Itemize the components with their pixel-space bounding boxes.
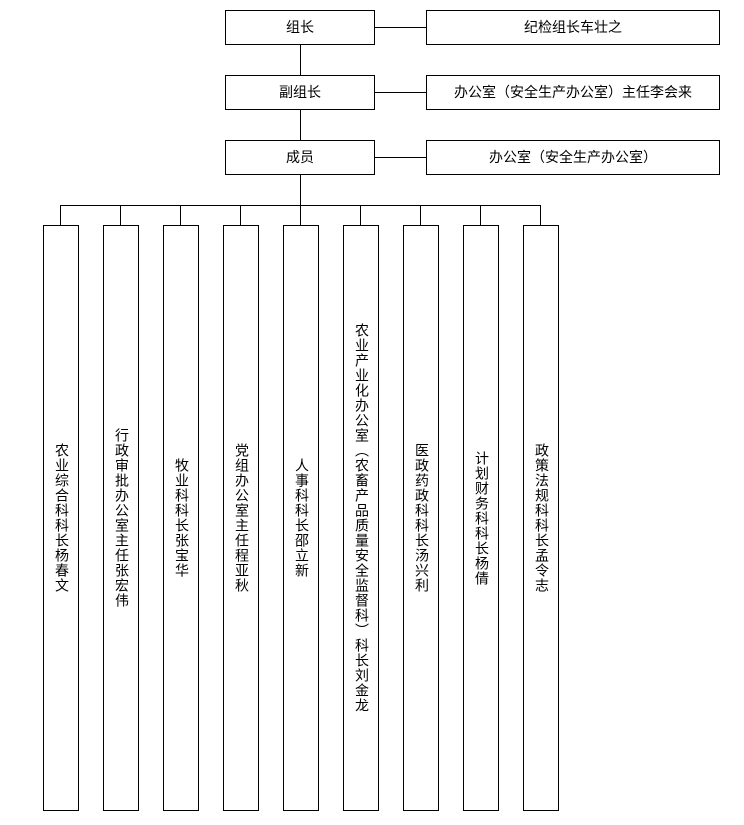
department-label-6: 农业产业化办公室（农畜产品质量安全监督科）科长刘金龙	[353, 323, 369, 713]
drop-5	[300, 205, 301, 225]
leader-member-text: 纪检组长车壮之	[524, 19, 622, 36]
department-box-5: 人事科科长邵立新	[283, 225, 319, 811]
drop-7	[420, 205, 421, 225]
leader-member-box: 纪检组长车壮之	[426, 10, 720, 45]
leader-box: 组长	[225, 10, 375, 45]
members-office-text: 办公室（安全生产办公室）	[489, 149, 657, 166]
members-box: 成员	[225, 140, 375, 175]
department-label-9: 政策法规科科长孟令志	[533, 443, 549, 593]
department-box-8: 计划财务科科长杨倩	[463, 225, 499, 811]
connector-leader	[375, 27, 426, 28]
department-label-3: 牧业科科长张宝华	[173, 458, 189, 578]
department-label-4: 党组办公室主任程亚秋	[233, 443, 249, 593]
trunk-2	[300, 110, 301, 140]
department-box-4: 党组办公室主任程亚秋	[223, 225, 259, 811]
drop-3	[180, 205, 181, 225]
department-box-1: 农业综合科科长杨春文	[43, 225, 79, 811]
deputy-box: 副组长	[225, 75, 375, 110]
department-label-8: 计划财务科科长杨倩	[473, 450, 489, 586]
department-box-6: 农业产业化办公室（农畜产品质量安全监督科）科长刘金龙	[343, 225, 379, 811]
department-label-2: 行政审批办公室主任张宏伟	[113, 428, 129, 608]
trunk-3	[300, 175, 301, 205]
trunk-1	[300, 45, 301, 75]
drop-4	[240, 205, 241, 225]
department-box-7: 医政药政科科长汤兴利	[403, 225, 439, 811]
connector-members	[375, 157, 426, 158]
department-label-1: 农业综合科科长杨春文	[53, 443, 69, 593]
deputy-label: 副组长	[279, 84, 321, 101]
department-box-9: 政策法规科科长孟令志	[523, 225, 559, 811]
members-office-box: 办公室（安全生产办公室）	[426, 140, 720, 175]
connector-deputy	[375, 92, 426, 93]
deputy-member-box: 办公室（安全生产办公室）主任李会来	[426, 75, 720, 110]
department-box-3: 牧业科科长张宝华	[163, 225, 199, 811]
drop-6	[360, 205, 361, 225]
drop-9	[540, 205, 541, 225]
leader-label: 组长	[286, 19, 314, 36]
department-box-2: 行政审批办公室主任张宏伟	[103, 225, 139, 811]
department-label-5: 人事科科长邵立新	[293, 458, 309, 578]
deputy-member-text: 办公室（安全生产办公室）主任李会来	[454, 84, 692, 101]
drop-8	[480, 205, 481, 225]
drop-2	[120, 205, 121, 225]
drop-1	[60, 205, 61, 225]
members-label: 成员	[286, 149, 314, 166]
department-label-7: 医政药政科科长汤兴利	[413, 443, 429, 593]
